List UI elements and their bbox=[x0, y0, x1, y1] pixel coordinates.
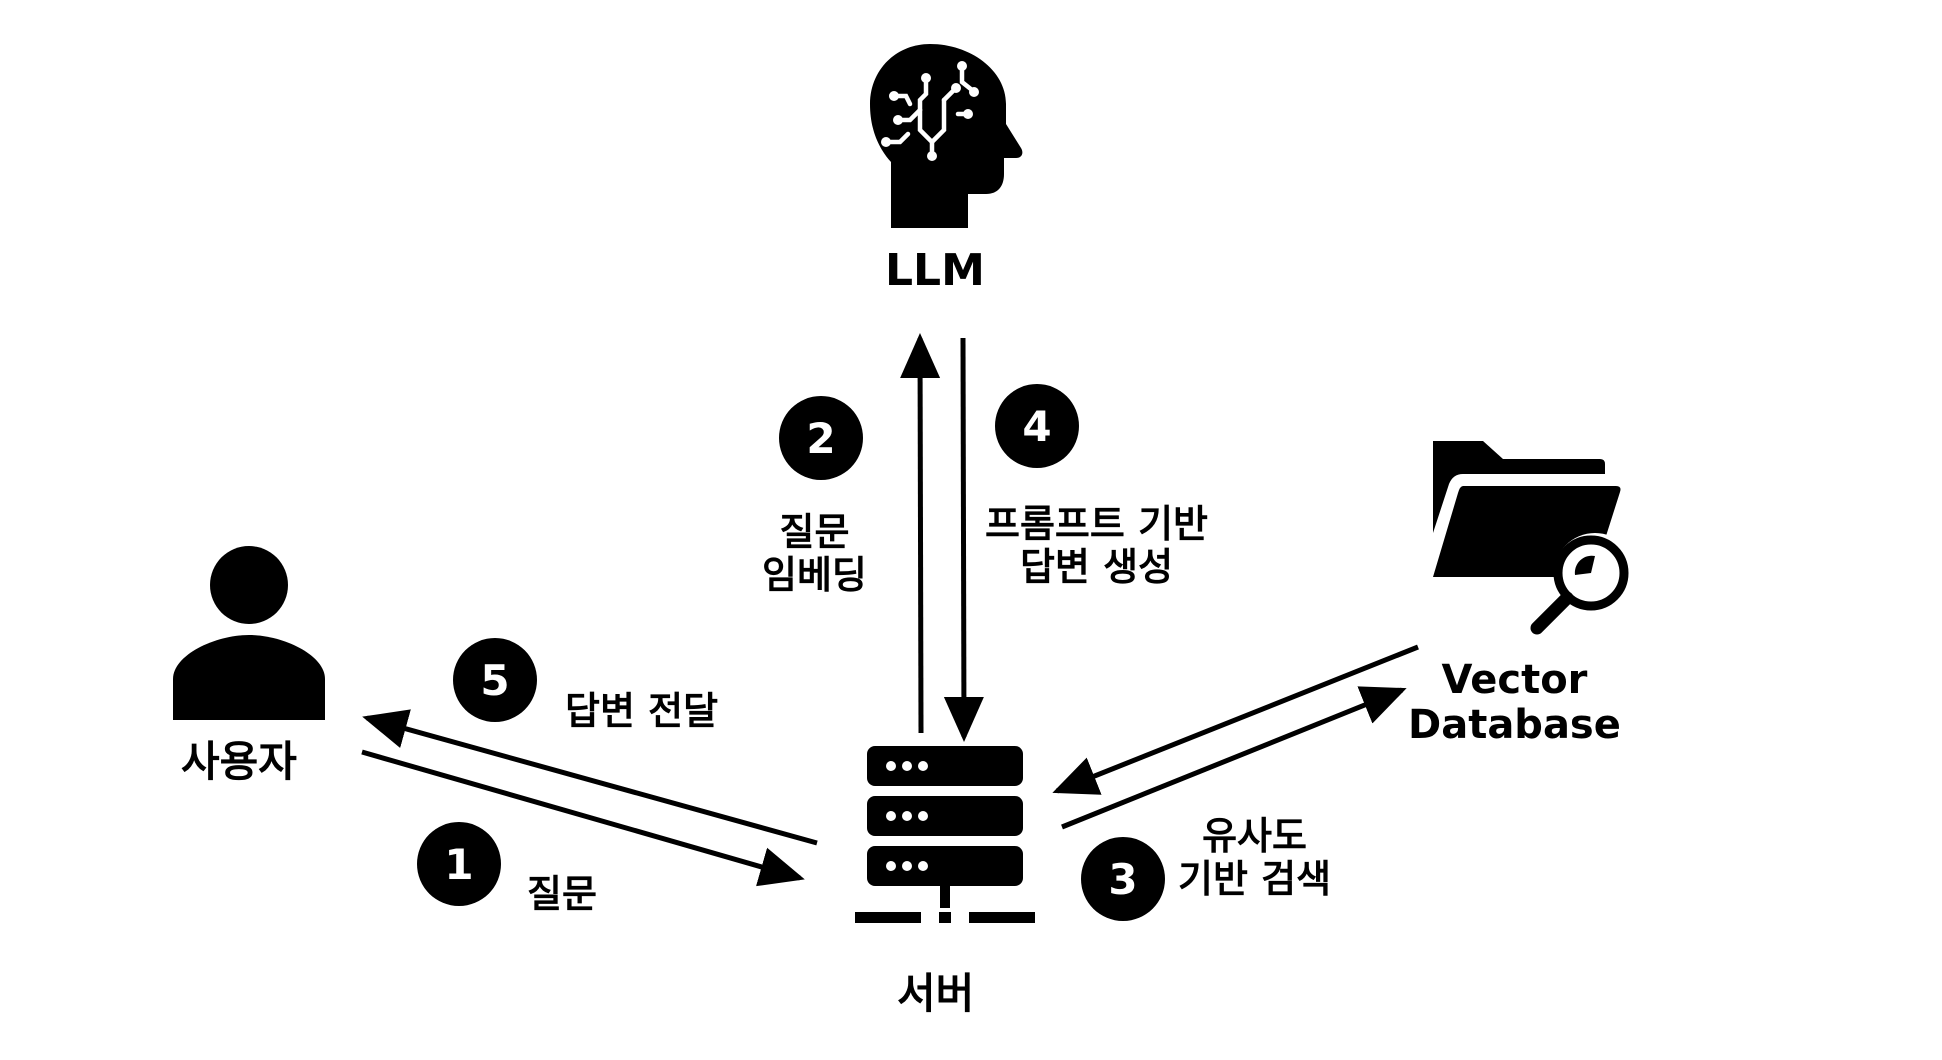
step-1-badge: 1 bbox=[417, 822, 501, 906]
arrow-server-to-vectordb bbox=[1061, 686, 1407, 830]
arrow-llm-to-server bbox=[943, 337, 984, 742]
step-4-badge: 4 bbox=[995, 384, 1079, 468]
folder-search-icon bbox=[1433, 441, 1635, 635]
step-2-label-line2: 임베딩 bbox=[762, 552, 867, 597]
step-5-label: 답변 전달 bbox=[565, 689, 719, 733]
brain-head-icon bbox=[870, 44, 1023, 228]
step-3-badge: 3 bbox=[1081, 837, 1165, 921]
arrow-user-to-server bbox=[361, 749, 805, 887]
arrow-vectordb-to-server bbox=[1052, 644, 1419, 795]
step-1-label: 질문 bbox=[527, 872, 597, 916]
step-3-label-line1: 유사도 bbox=[1202, 814, 1307, 858]
vector-db-label-line2: Database bbox=[1408, 701, 1621, 748]
step-2-label-line1: 질문 bbox=[779, 510, 850, 554]
vector-db-label: Vector Database bbox=[1408, 658, 1621, 748]
arrow-server-to-user bbox=[362, 709, 818, 846]
step-4-label-line1: 프롬프트 기반 bbox=[985, 502, 1208, 546]
step-3-label-line2: 기반 검색 bbox=[1178, 856, 1332, 901]
server-icon bbox=[855, 746, 1035, 923]
vector-db-label-line1: Vector bbox=[1441, 657, 1588, 703]
user-icon bbox=[173, 546, 325, 720]
step-4-label: 프롬프트 기반 답변 생성 bbox=[985, 503, 1208, 588]
arrow-server-to-llm bbox=[900, 333, 941, 734]
step-4-label-line2: 답변 생성 bbox=[1019, 544, 1174, 589]
server-label: 서버 bbox=[897, 969, 975, 1018]
user-label: 사용자 bbox=[181, 737, 297, 786]
step-5-badge: 5 bbox=[453, 638, 537, 722]
llm-label: LLM bbox=[885, 245, 985, 296]
step-2-badge: 2 bbox=[779, 396, 863, 480]
step-3-label: 유사도 기반 검색 bbox=[1178, 815, 1331, 900]
step-2-label: 질문 임베딩 bbox=[762, 511, 867, 596]
